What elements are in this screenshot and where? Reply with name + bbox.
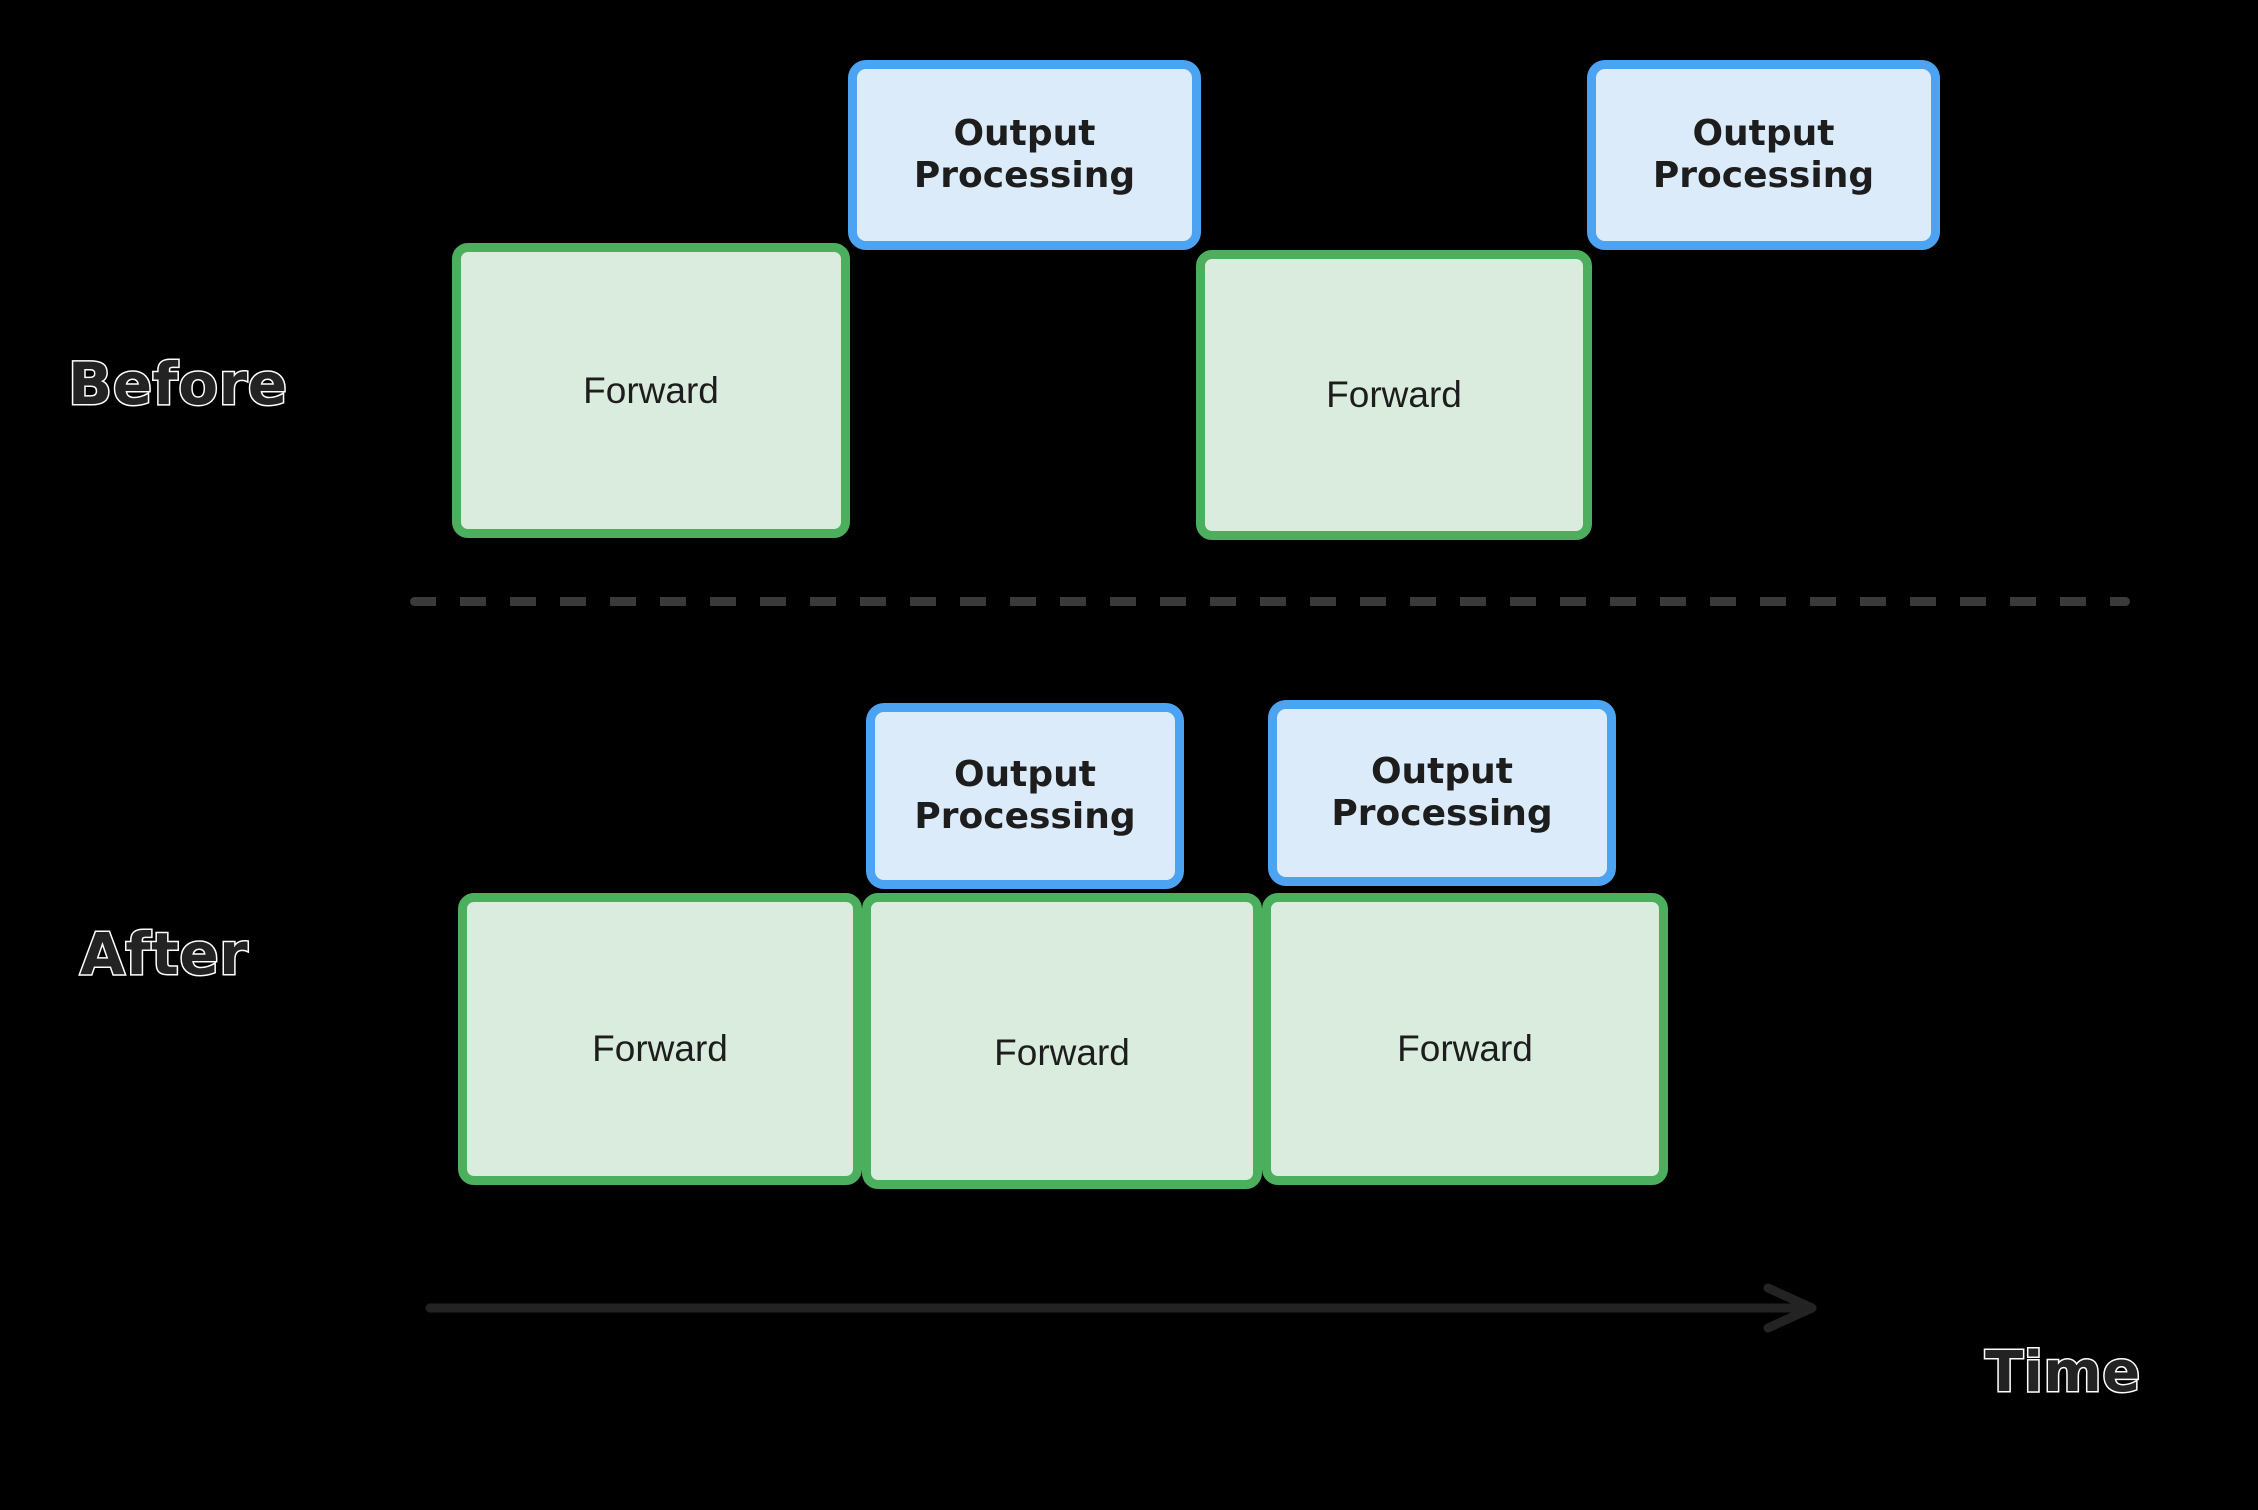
before-forward-2-label: Forward	[1326, 374, 1462, 415]
after-forward-1-label: Forward	[592, 1028, 728, 1069]
before-output-2-line1: Output	[1692, 112, 1835, 154]
row-label-after: After	[78, 919, 249, 990]
after-output-1-line1: Output	[953, 753, 1097, 795]
section-divider-dashed-line	[410, 597, 2130, 606]
row-label-before: Before	[67, 349, 289, 420]
after-forward-3-label: Forward	[1397, 1028, 1533, 1069]
after-forward-block-1: Forward	[458, 893, 862, 1185]
after-output-2-line2: Processing	[1331, 793, 1553, 834]
time-axis-arrow	[425, 1283, 1817, 1333]
after-forward-block-3: Forward	[1262, 893, 1668, 1185]
before-output-processing-block-1: Output Processing	[848, 60, 1201, 250]
after-output-processing-block-2: Output Processing	[1268, 700, 1616, 886]
after-forward-block-2: Forward	[862, 893, 1262, 1189]
before-output-processing-block-2: Output Processing	[1587, 60, 1940, 250]
before-output-1-line2: Processing	[913, 155, 1136, 196]
before-forward-block-2: Forward	[1196, 250, 1592, 540]
after-output-2-line1: Output	[1370, 750, 1514, 792]
before-forward-1-label: Forward	[583, 369, 719, 411]
after-output-processing-block-1: Output Processing	[866, 703, 1184, 889]
after-output-1-line2: Processing	[914, 796, 1136, 837]
before-output-1-line1: Output	[953, 112, 1096, 154]
before-output-2-line2: Processing	[1652, 155, 1875, 196]
after-forward-2-label: Forward	[994, 1032, 1130, 1073]
time-axis-label: Time	[1984, 1339, 2142, 1407]
before-forward-block-1: Forward	[452, 243, 850, 538]
